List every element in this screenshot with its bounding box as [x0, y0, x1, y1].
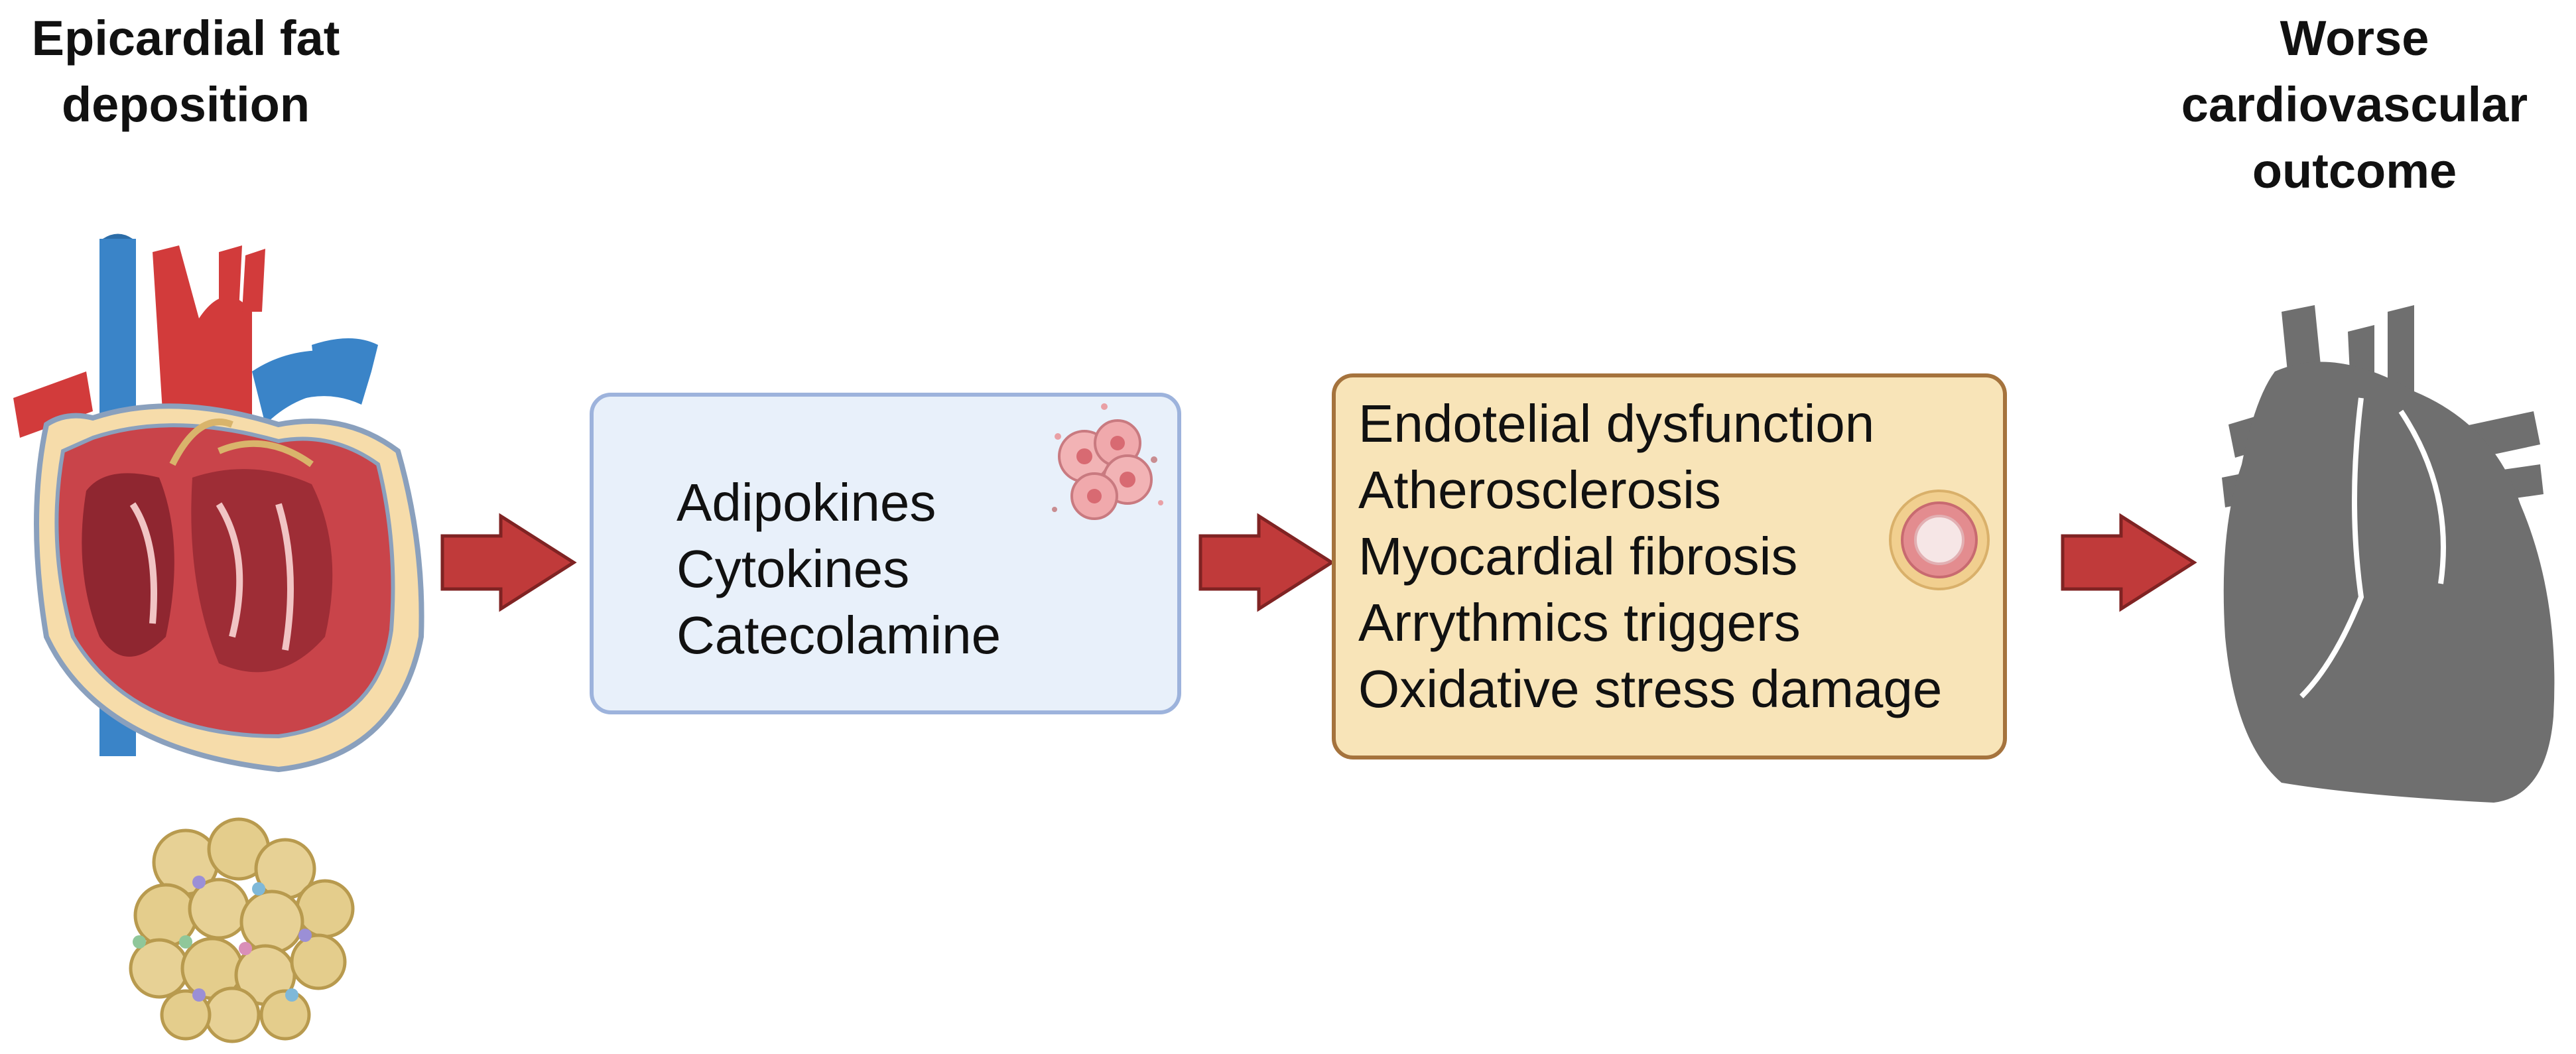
title-epicardial-fat-deposition: Epicardial fat deposition	[0, 5, 371, 138]
list-item: Cytokines	[676, 539, 910, 598]
mediators-box: Adipokines Cytokines Catecolamine	[590, 393, 1181, 714]
arrow-icon	[2061, 513, 2197, 612]
arrow-icon	[1198, 513, 1335, 612]
vessel-cross-section-icon	[1889, 490, 1990, 590]
mediators-list: Adipokines Cytokines Catecolamine	[676, 470, 1001, 669]
effects-list: Endotelial dysfunction Atherosclerosis M…	[1358, 391, 1942, 722]
title-line: Worse	[2280, 11, 2429, 66]
list-item: Endotelial dysfunction	[1358, 394, 1875, 453]
title-worse-cardiovascular-outcome: Worse cardiovascular outcome	[2142, 5, 2567, 204]
list-item: Oxidative stress damage	[1358, 659, 1943, 718]
secretory-cell-icon	[1052, 403, 1163, 520]
adipose-tissue-icon	[129, 817, 355, 1043]
effects-box: Endotelial dysfunction Atherosclerosis M…	[1332, 373, 2007, 759]
list-item: Catecolamine	[676, 606, 1001, 665]
title-line: deposition	[61, 77, 310, 132]
heart-with-epicardial-fat-icon	[13, 233, 424, 773]
list-item: Adipokines	[676, 473, 936, 532]
title-line: cardiovascular	[2181, 77, 2528, 132]
list-item: Myocardial fibrosis	[1358, 527, 1798, 586]
arrow-icon	[440, 513, 577, 612]
gray-heart-icon	[2222, 305, 2555, 803]
title-line: outcome	[2252, 143, 2457, 198]
list-item: Atherosclerosis	[1358, 460, 1721, 519]
title-line: Epicardial fat	[31, 11, 340, 66]
list-item: Arrythmics triggers	[1358, 593, 1801, 652]
